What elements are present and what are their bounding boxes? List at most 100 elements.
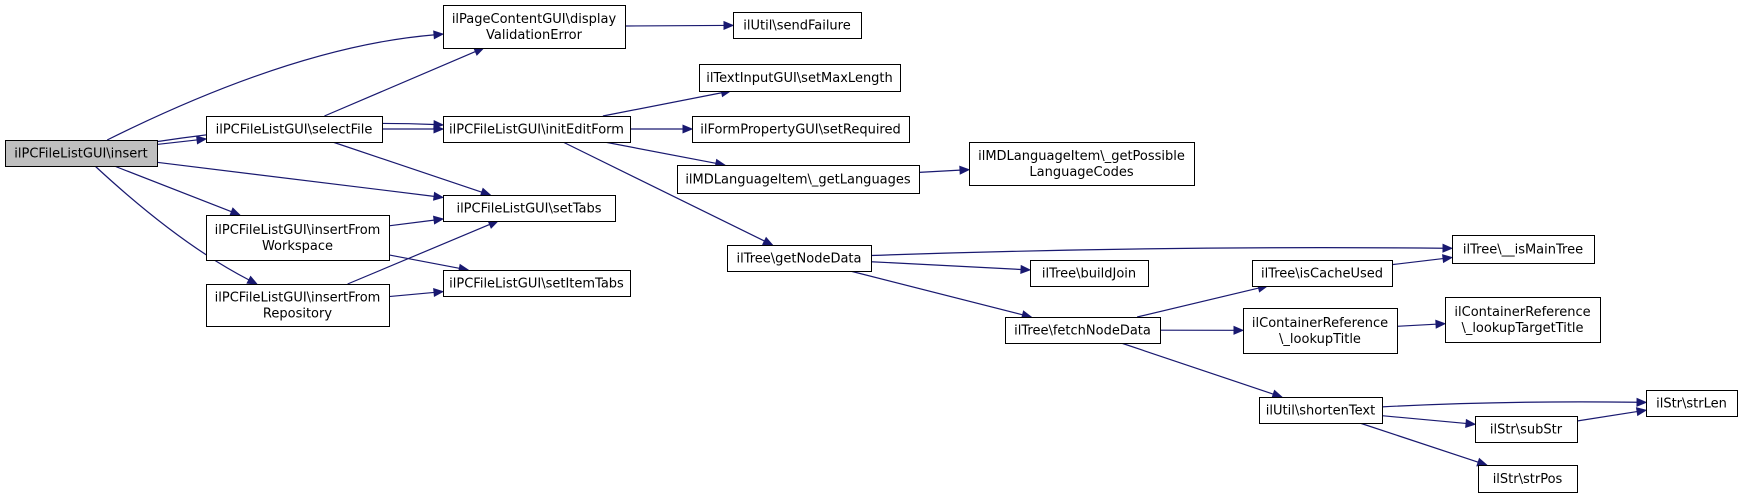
edge-shorten-text-to-str-len xyxy=(1381,397,1648,408)
node-label: ilPCFileListGUI\setTabs xyxy=(456,202,601,217)
arrow-head-icon xyxy=(433,191,445,201)
edge-insert-to-display-validation-error xyxy=(106,30,445,141)
node-is-cache-used[interactable]: ilTree\isCacheUsed xyxy=(1252,260,1393,287)
node-set-max-length[interactable]: ilTextInputGUI\setMaxLength xyxy=(699,64,901,92)
node-label: ilPCFileListGUI\initEditForm xyxy=(449,123,624,138)
node-init-edit-form[interactable]: ilPCFileListGUI\initEditForm xyxy=(443,116,631,143)
node-label: ilMDLanguageItem\_getPossible xyxy=(978,149,1185,164)
arrow-head-icon xyxy=(1233,325,1245,335)
node-label: ilUtil\sendFailure xyxy=(743,19,850,34)
node-lookup-target-title[interactable]: ilContainerReference\_lookupTargetTitle xyxy=(1445,297,1601,343)
node-box xyxy=(1259,397,1383,424)
node-label: ilStr\strLen xyxy=(1656,397,1727,412)
edge-shorten-text-to-str-pos xyxy=(1359,422,1488,467)
edge-lookup-title-to-lookup-target-title xyxy=(1396,319,1447,329)
arrow-head-icon xyxy=(1636,397,1648,407)
node-box xyxy=(1478,465,1578,493)
node-box xyxy=(443,116,631,143)
edge-line xyxy=(332,141,482,193)
node-sub-str[interactable]: ilStr\subStr xyxy=(1475,416,1578,443)
node-is-main-tree[interactable]: ilTree\__isMainTree xyxy=(1452,235,1595,264)
node-box xyxy=(443,270,631,297)
node-label: ilPageContentGUI\display xyxy=(452,12,617,27)
node-build-join[interactable]: ilTree\buildJoin xyxy=(1030,260,1149,287)
node-fetch-node-data[interactable]: ilTree\fetchNodeData xyxy=(1005,317,1161,344)
node-label: ilFormPropertyGUI\setRequired xyxy=(700,123,901,138)
node-label: ValidationError xyxy=(486,28,583,43)
edge-shorten-text-to-sub-str xyxy=(1381,415,1477,428)
arrow-head-icon xyxy=(1435,319,1447,329)
node-label: ilTree\buildJoin xyxy=(1042,267,1136,282)
node-box xyxy=(1030,260,1149,287)
node-box xyxy=(206,116,383,143)
edge-line xyxy=(870,247,1444,257)
edge-line xyxy=(602,92,722,117)
edge-fetch-node-data-to-shorten-text xyxy=(1120,342,1284,399)
arrow-head-icon xyxy=(433,30,445,40)
node-label: ilStr\strPos xyxy=(1493,472,1563,487)
node-label: ilTree\getNodeData xyxy=(736,252,861,267)
node-box xyxy=(677,165,920,194)
node-set-item-tabs[interactable]: ilPCFileListGUI\setItemTabs xyxy=(443,270,631,297)
node-select-file[interactable]: ilPCFileListGUI\selectFile xyxy=(206,116,383,143)
node-label: \_lookupTargetTitle xyxy=(1461,321,1583,336)
arrow-head-icon xyxy=(1020,264,1032,275)
edge-insert-to-insert-from-repository xyxy=(94,165,258,285)
node-label: ilTree\isCacheUsed xyxy=(1261,267,1383,282)
arrow-head-icon xyxy=(196,135,208,145)
node-get-node-data[interactable]: ilTree\getNodeData xyxy=(727,245,872,272)
edge-is-cache-used-to-is-main-tree xyxy=(1391,254,1454,266)
node-label: ilTree\__isMainTree xyxy=(1463,243,1583,258)
edge-init-edit-form-to-set-required xyxy=(630,124,694,134)
node-lookup-title[interactable]: ilContainerReference\_lookupTitle xyxy=(1243,308,1398,354)
edge-select-file-to-set-tabs xyxy=(332,141,492,197)
node-box xyxy=(443,5,626,49)
edge-get-node-data-to-is-main-tree xyxy=(870,243,1454,257)
node-label: ilTree\fetchNodeData xyxy=(1014,324,1151,339)
edge-line xyxy=(850,270,1023,316)
edge-get-node-data-to-fetch-node-data xyxy=(850,270,1033,320)
edge-line xyxy=(94,165,250,281)
arrow-head-icon xyxy=(487,220,500,229)
node-box xyxy=(5,140,158,167)
arrow-head-icon xyxy=(762,236,774,246)
arrow-head-icon xyxy=(682,124,694,134)
node-box xyxy=(692,116,910,143)
edge-line xyxy=(347,223,490,285)
arrow-head-icon xyxy=(479,187,492,197)
node-box xyxy=(443,195,616,222)
edge-init-edit-form-to-get-node-data xyxy=(562,141,774,246)
arrow-head-icon xyxy=(1476,457,1488,467)
node-get-possible-language-codes[interactable]: ilMDLanguageItem\_getPossibleLanguageCod… xyxy=(969,142,1195,186)
edge-get-languages-to-get-possible-language-codes xyxy=(918,165,971,175)
arrow-head-icon xyxy=(229,207,242,216)
call-edges xyxy=(94,20,1648,467)
edge-line xyxy=(156,139,198,146)
edge-line xyxy=(562,141,765,242)
node-str-pos[interactable]: ilStr\strPos xyxy=(1478,465,1578,493)
edge-line xyxy=(1120,342,1274,395)
edge-line xyxy=(870,261,1022,271)
edge-line xyxy=(324,50,476,117)
edge-sub-str-to-str-len xyxy=(1576,407,1648,422)
node-shorten-text[interactable]: ilUtil\shortenText xyxy=(1259,397,1383,424)
node-str-len[interactable]: ilStr\strLen xyxy=(1646,390,1738,417)
node-label: ilTextInputGUI\setMaxLength xyxy=(706,71,893,86)
node-get-languages[interactable]: ilMDLanguageItem\_getLanguages xyxy=(677,165,920,194)
node-box xyxy=(1243,308,1398,354)
edge-line xyxy=(604,141,717,164)
node-set-tabs[interactable]: ilPCFileListGUI\setTabs xyxy=(443,195,616,222)
node-box xyxy=(969,142,1195,186)
node-label: ilContainerReference xyxy=(1454,305,1590,320)
node-set-required[interactable]: ilFormPropertyGUI\setRequired xyxy=(692,116,910,143)
node-box xyxy=(206,284,390,327)
arrow-head-icon xyxy=(433,215,445,225)
edge-display-validation-error-to-send-failure xyxy=(624,20,735,30)
node-send-failure[interactable]: ilUtil\sendFailure xyxy=(733,12,862,39)
node-label: ilPCFileListGUI\insertFrom xyxy=(215,291,381,306)
node-insert[interactable]: ilPCFileListGUI\insert xyxy=(5,140,158,167)
